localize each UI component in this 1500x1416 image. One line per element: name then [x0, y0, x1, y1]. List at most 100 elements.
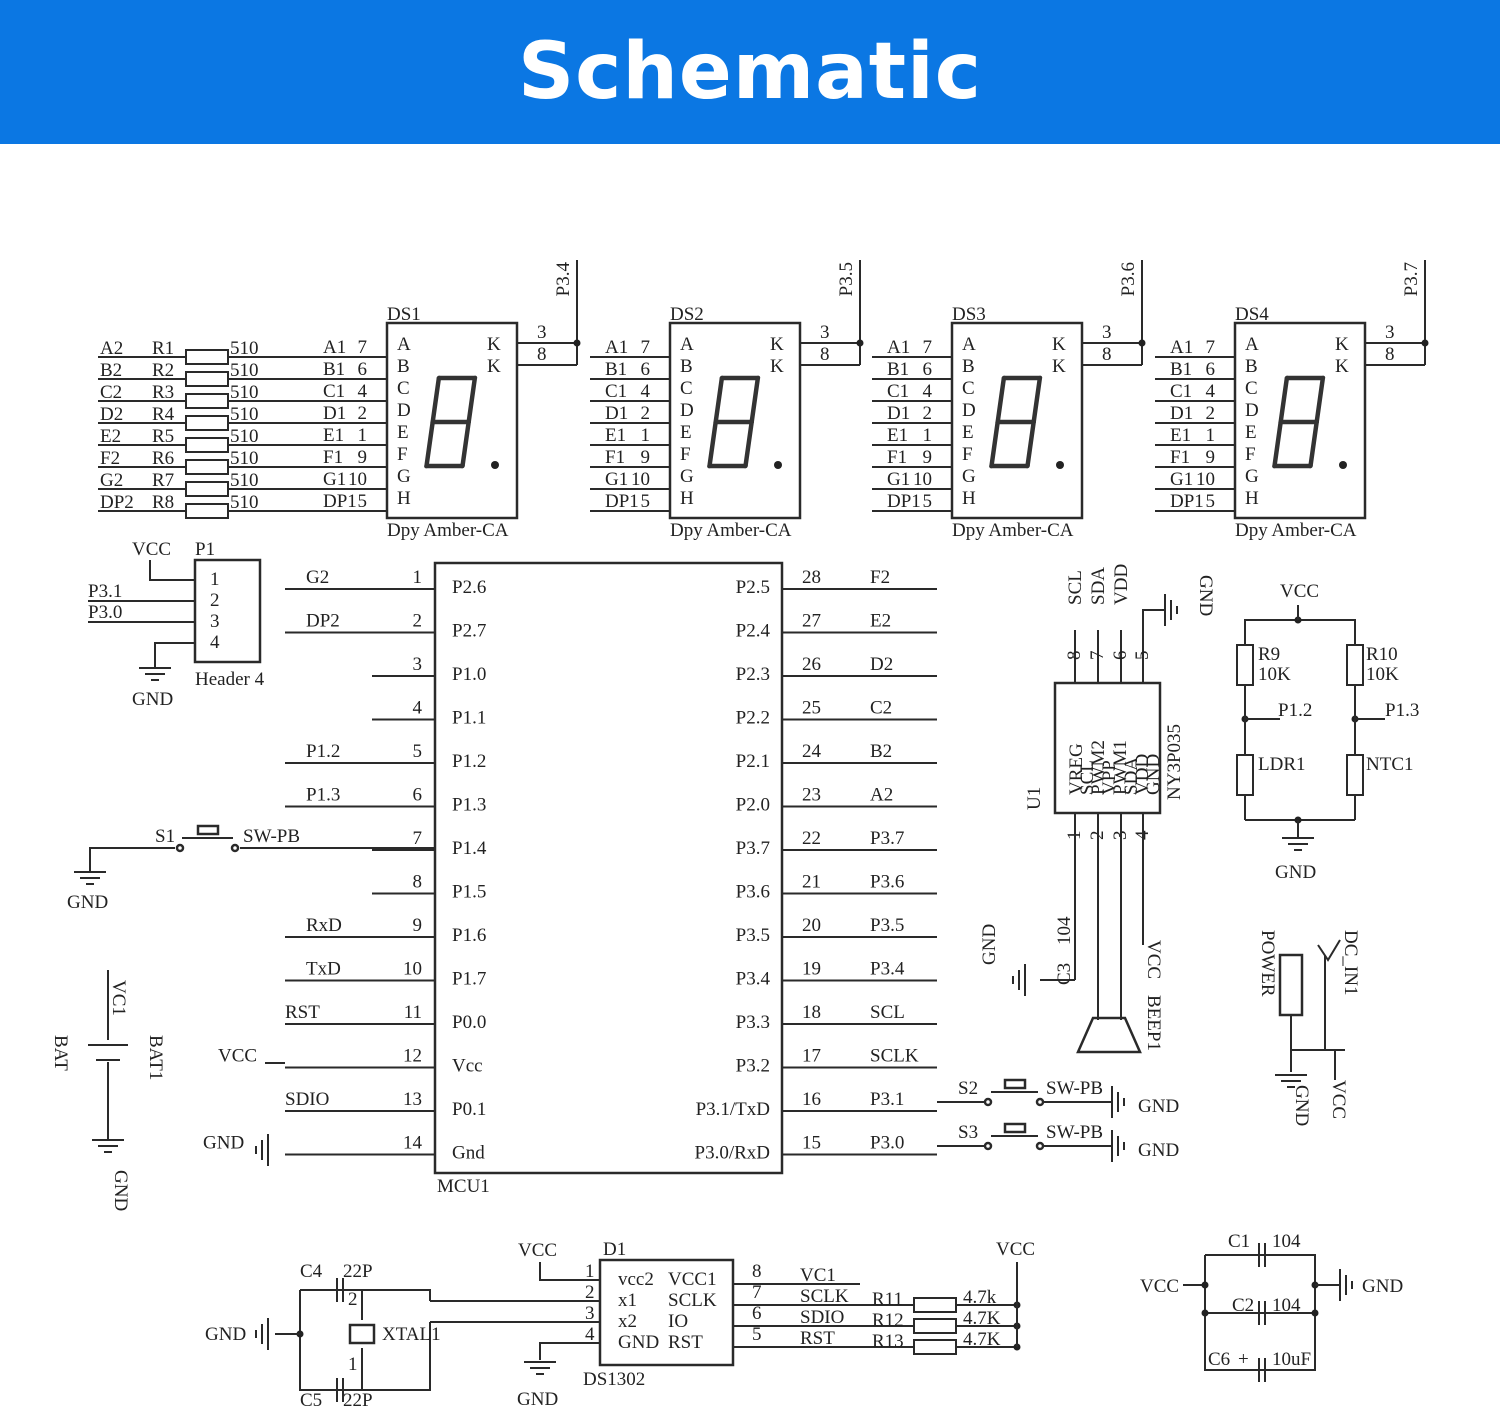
segment-letter: H — [397, 488, 411, 509]
header-pin-number: 2 — [210, 590, 220, 611]
pin-net-label: C1 — [887, 381, 909, 402]
pin-net-label: E1 — [323, 425, 344, 446]
mcu-pin-name: P0.0 — [452, 1012, 486, 1033]
u1-pin-name: PWM1 — [1110, 740, 1131, 795]
segment-letter: E — [397, 422, 409, 443]
mcu-pin-name: P1.6 — [452, 925, 486, 946]
cap-value: 22P — [343, 1261, 373, 1282]
pin-number: 7 — [1206, 337, 1216, 358]
ground-symbol — [255, 1134, 269, 1166]
mcu-net-label: VCC — [218, 1046, 257, 1067]
segment-letter: A — [397, 334, 411, 355]
gnd-label: GND — [1138, 1140, 1179, 1161]
resistor-body — [185, 393, 229, 409]
display-body — [950, 321, 1084, 520]
pin-number: 1 — [641, 425, 651, 446]
mcu-pin-number: 9 — [413, 915, 423, 936]
pin-net-label: A1 — [1170, 337, 1193, 358]
k-pin-label: K — [1335, 334, 1349, 355]
mcu-net-label: P3.5 — [870, 915, 904, 936]
ground-symbol — [1275, 1074, 1307, 1088]
decimal-point — [1339, 461, 1347, 469]
mcu-pin-name: P3.3 — [736, 1012, 770, 1033]
pin-number: 8 — [1385, 344, 1395, 365]
pin-number: 9 — [641, 447, 651, 468]
rtc-pin-number: 8 — [752, 1261, 762, 1282]
mcu-net-label: SCL — [870, 1002, 905, 1023]
gnd-label: GND — [110, 1170, 131, 1211]
pullup-value: 4.7K — [963, 1308, 1001, 1329]
ldr-body — [1236, 754, 1254, 796]
u1-pin-number: 6 — [1110, 651, 1131, 661]
resistor-net-label: D2 — [100, 404, 123, 425]
pin-net-label: C1 — [1170, 381, 1192, 402]
mcu-net-label: TxD — [306, 959, 341, 980]
display-ref: DS3 — [952, 304, 986, 325]
page-title: Schematic — [517, 27, 982, 117]
mcu-pin-number: 19 — [802, 959, 821, 980]
ldr-ref: LDR1 — [1258, 754, 1306, 775]
net-label: P1.2 — [1278, 700, 1312, 721]
header-body — [193, 558, 262, 664]
mcu-pin-name: P3.0/RxD — [695, 1143, 771, 1164]
segment-letter: A — [1245, 334, 1259, 355]
display-ref: DS2 — [670, 304, 704, 325]
ground-symbol — [255, 1318, 269, 1350]
segment-letter: G — [680, 466, 694, 487]
segment — [460, 419, 471, 469]
decimal-point — [774, 461, 782, 469]
mcu-pin-number: 23 — [802, 785, 821, 806]
pin-net-label: A1 — [323, 337, 346, 358]
resistor-net-label: F2 — [100, 448, 120, 469]
display-part-label: Dpy Amber-CA — [387, 520, 509, 541]
segment — [466, 375, 478, 425]
mcu-pin-number: 14 — [403, 1133, 423, 1154]
k-pin-label: K — [770, 334, 784, 355]
jack-body — [1278, 953, 1304, 1017]
mcu-pin-number: 15 — [802, 1133, 821, 1154]
segment — [1031, 375, 1043, 425]
pin-net-label: E1 — [887, 425, 908, 446]
rtc-net-label: SDIO — [800, 1307, 844, 1328]
display-part-label: Dpy Amber-CA — [952, 520, 1074, 541]
segment-letter: D — [397, 400, 411, 421]
rtc-ref: D1 — [603, 1239, 626, 1260]
k-pin-label: K — [1052, 334, 1066, 355]
pin-number: 3 — [1102, 322, 1112, 343]
mcu-ref: MCU1 — [437, 1176, 490, 1197]
resistor-value: 10K — [1366, 664, 1399, 685]
pin-number: 4 — [1206, 381, 1216, 402]
pin-number: 3 — [1385, 322, 1395, 343]
pin-number: 5 — [641, 491, 651, 512]
ground-symbol — [1282, 837, 1314, 851]
mcu-pin-name: P3.2 — [736, 1056, 770, 1077]
ground-symbol — [1339, 1269, 1353, 1301]
u1-ref: U1 — [1024, 787, 1045, 810]
mcu-pin-name: Vcc — [452, 1056, 483, 1077]
xtal-wire — [299, 1290, 431, 1391]
pin-number: 1 — [923, 425, 933, 446]
pin-net-label: B1 — [1170, 359, 1192, 380]
mcu-pin-name: P2.4 — [736, 621, 771, 642]
u1-pin-name: SDA — [1121, 757, 1142, 795]
segment — [743, 419, 754, 469]
resistor-ref: R5 — [152, 426, 174, 447]
cap-value: 22P — [343, 1390, 373, 1411]
resistor-body — [185, 459, 229, 475]
display-body — [385, 321, 519, 520]
vcc-label: VCC — [1328, 1080, 1349, 1119]
mcu-pin-number: 11 — [404, 1002, 422, 1023]
segment — [430, 375, 442, 425]
mcu-pin-name: P0.1 — [452, 1099, 486, 1120]
resistor-value: 510 — [230, 426, 259, 447]
crystal-pin: 2 — [348, 1289, 358, 1310]
pin-number: 7 — [923, 337, 933, 358]
gnd-label: GND — [1362, 1276, 1403, 1297]
